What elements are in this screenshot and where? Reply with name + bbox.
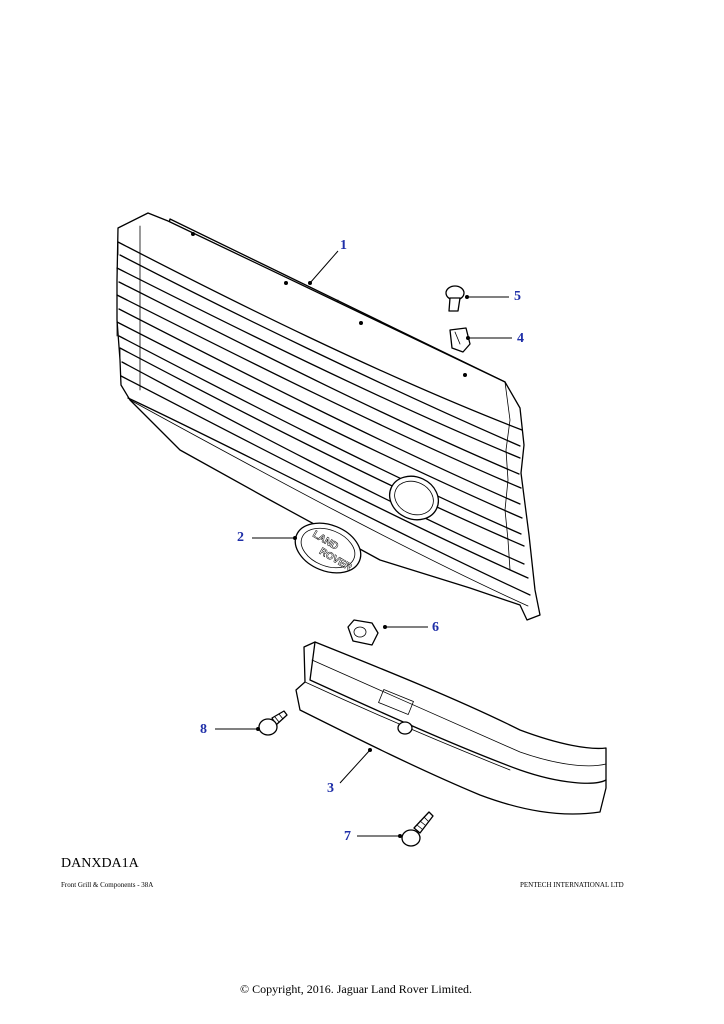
callout-1: 1 <box>340 238 347 253</box>
callout-5: 5 <box>514 289 521 304</box>
retainer-clip <box>347 619 379 646</box>
publisher-label: PENTECH INTERNATIONAL LTD <box>520 881 624 889</box>
callout-6: 6 <box>432 620 439 635</box>
front-grille <box>116 212 541 621</box>
screw-7 <box>401 811 434 847</box>
land-rover-badge: LAND ROVER <box>294 522 362 574</box>
diagram-code: DANXDA1A <box>61 856 139 871</box>
leader-lines <box>215 250 512 838</box>
callout-7: 7 <box>344 829 351 844</box>
screw-8 <box>258 710 288 736</box>
clip-nut <box>449 327 471 353</box>
diagram-caption: Front Grill & Components - 38A <box>61 881 154 889</box>
callout-4: 4 <box>517 331 524 346</box>
lower-finisher <box>295 641 607 815</box>
copyright-notice: © Copyright, 2016. Jaguar Land Rover Lim… <box>239 982 473 996</box>
callout-2: 2 <box>237 530 244 545</box>
push-fastener <box>445 285 465 312</box>
callout-8: 8 <box>200 722 207 737</box>
callout-3: 3 <box>327 781 334 796</box>
